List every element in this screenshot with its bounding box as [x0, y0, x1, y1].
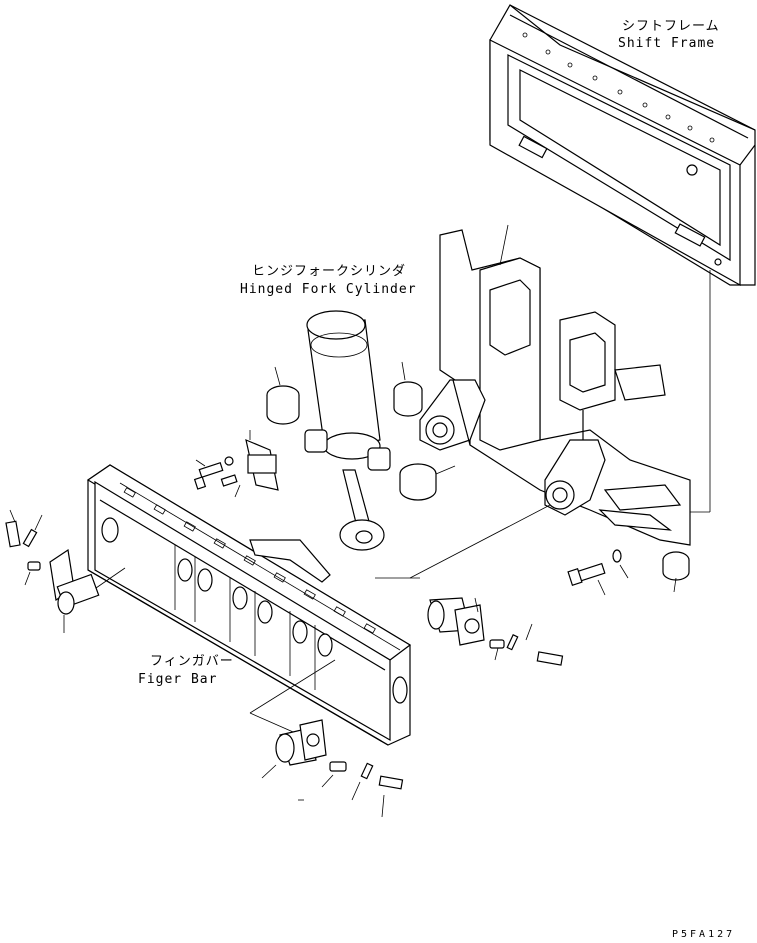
finger-bar-label-jp: フィンガバー: [150, 654, 234, 669]
drawing-code: P5FA127: [672, 929, 735, 940]
hinged-cylinder-label-jp: ヒンジフォークシリンダ: [252, 264, 406, 279]
hinged-fork-cylinder-label: ヒンジフォークシリンダ Hinged Fork Cylinder: [240, 264, 417, 297]
finger-bar-leader-2: [249, 712, 301, 736]
bushing-center-low: [399, 463, 456, 501]
pin-bottom: [261, 719, 327, 779]
bracket-bolt: [567, 549, 629, 596]
bolts-right: [489, 623, 564, 666]
shift-frame-label-en: Shift Frame: [618, 36, 715, 51]
finger-bar-label-en: Figer Bar: [138, 672, 217, 687]
cylinder-bolts: [193, 456, 241, 498]
bushing-left-top: [266, 366, 300, 425]
shift-frame-label: シフトフレーム Shift Frame: [618, 19, 720, 51]
pin-left: [49, 548, 126, 633]
shift-frame: [489, 4, 756, 287]
bolts-left: [5, 509, 43, 586]
cylinder-clamp: [245, 430, 279, 491]
bracket-leader: [499, 224, 509, 266]
shift-frame-label-jp: シフトフレーム: [622, 19, 720, 34]
leader-bracket-to-bar: [409, 504, 551, 579]
hinge-bracket: [419, 229, 691, 546]
hinged-fork-cylinder: [304, 310, 391, 551]
bushing-right: [662, 551, 690, 593]
bushing-center: [393, 361, 423, 417]
hinged-cylinder-label-en: Hinged Fork Cylinder: [240, 282, 417, 297]
pin-right: [427, 597, 485, 646]
finger-bar: [86, 464, 412, 746]
bolts-bottom: [298, 761, 404, 818]
finger-bar-label: フィンガバー Figer Bar: [138, 654, 234, 687]
finger-bar-leader-1: [249, 659, 336, 714]
